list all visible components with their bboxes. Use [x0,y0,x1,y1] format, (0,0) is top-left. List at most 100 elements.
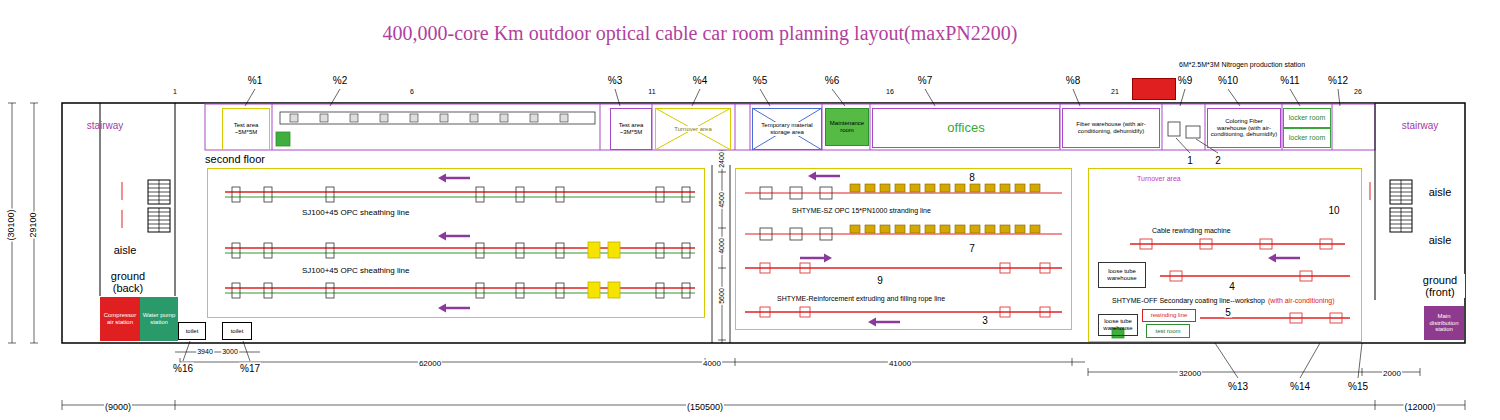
leader-line [760,89,770,106]
area-label: SHTYME-Reinforcement extruding and filli… [776,295,946,303]
production-area: SHTYME-SZ OPC 15*PN1000 stranding lineSH… [735,168,1072,330]
bobbin [865,184,875,192]
room-box: Maintenance room [825,108,869,146]
box-label: loose tube warehouse [1101,318,1135,331]
production-line [1200,317,1350,319]
dimension-tick [8,103,16,104]
equipment-unit [1000,307,1010,317]
room-wall [870,104,871,150]
equipment-unit [760,228,772,240]
callout-number: 8 [968,172,976,183]
flow-arrow [446,235,470,238]
equipment-unit [800,307,810,317]
flow-arrow [876,321,900,324]
dimension-text: 3940 [196,348,214,356]
bobbin [880,225,890,233]
callout-number: %16 [172,363,194,374]
flow-arrow [446,307,470,310]
bobbin [850,184,860,192]
grid-number: 1 [172,88,178,96]
flow-arrow-head [824,254,832,263]
production-line [225,197,695,198]
dimension-text: 4000 [718,237,726,255]
dimension-tick [718,172,726,173]
flow-arrow-head [868,318,876,327]
area-label: SHTYME-OFF Secondary coating line--works… [1111,297,1266,305]
stair-symbol [148,208,170,232]
area-label: SJ100+45 OPC sheathing line [301,209,410,218]
equipment-unit [530,114,538,122]
dimension-line [1088,372,1420,373]
grid-number: 11 [647,88,656,96]
yellow-equipment [588,282,600,298]
flow-arrow [816,175,840,178]
leader-line [243,341,250,361]
box-label: toilet [186,328,199,335]
box-label: locker room [1289,114,1326,122]
equipment-unit [232,243,240,258]
bobbin [880,184,890,192]
production-line [225,287,695,289]
equipment-unit [264,243,272,258]
stair-step [1401,180,1402,204]
dimension-text: 32000 [1178,370,1202,379]
dimension-line [175,352,260,353]
equipment-unit [556,243,564,258]
dimension-line [180,362,1085,363]
dimension-tick [8,343,16,344]
bobbin [955,184,965,192]
stair-step [159,180,160,204]
equipment-unit [264,187,272,202]
production-line [225,191,695,193]
equipment-unit [820,187,832,199]
production-line [225,247,695,249]
bobbin [985,225,995,233]
box-label: offices [947,121,984,135]
area-label: aisle [1428,186,1453,198]
equipment-unit [556,283,564,298]
equipment-unit [560,114,568,122]
leader-line [1290,89,1300,106]
grid-number: 21 [1110,88,1120,96]
dimension-text: 2000 [1382,370,1402,379]
equipment-unit [1040,307,1050,317]
box-label: test room [1155,328,1180,335]
equipment-unit [264,283,272,298]
flow-arrow [1276,257,1300,260]
equipment-unit [790,228,802,240]
leader-line [1176,138,1190,153]
bobbin [925,225,935,233]
callout-number: %15 [1347,381,1369,392]
box-label: loose tube warehouse [1101,268,1143,281]
equipment-unit [350,114,358,122]
station-box: Compressor air station [100,297,140,341]
flow-arrow-head [1268,254,1276,263]
equipment-unit [410,114,418,122]
leader-line [1338,89,1340,106]
bobbin [940,184,950,192]
equipment-unit [1320,239,1332,249]
room-wall [1162,104,1163,150]
bobbin [970,225,980,233]
equipment-unit [1170,271,1182,281]
room-wall [735,104,736,150]
production-line [1160,275,1350,277]
dimension-text: 4000 [702,360,722,369]
bobbin [1015,225,1025,233]
box-label: Test area ~3M*5M [613,122,649,135]
bobbin [1000,225,1010,233]
dimension-text: 41000 [888,360,912,369]
dimension-text: 3000 [221,348,239,356]
callout-number: %10 [1217,75,1239,86]
dimension-text: (9000) [104,403,132,413]
area-label: SHTYME-SZ OPC 15*PN1000 stranding line [791,207,932,215]
bobbin [925,184,935,192]
callout-number: %8 [1065,75,1081,86]
dimension-tick [30,343,38,344]
equipment-unit [1000,263,1010,273]
station-box: 6M*2.5M*3M Nitrogen production station [1132,78,1176,100]
room-box: Test area ~3M*5M [610,108,652,150]
direction-mark [122,210,123,228]
bobbin [865,225,875,233]
